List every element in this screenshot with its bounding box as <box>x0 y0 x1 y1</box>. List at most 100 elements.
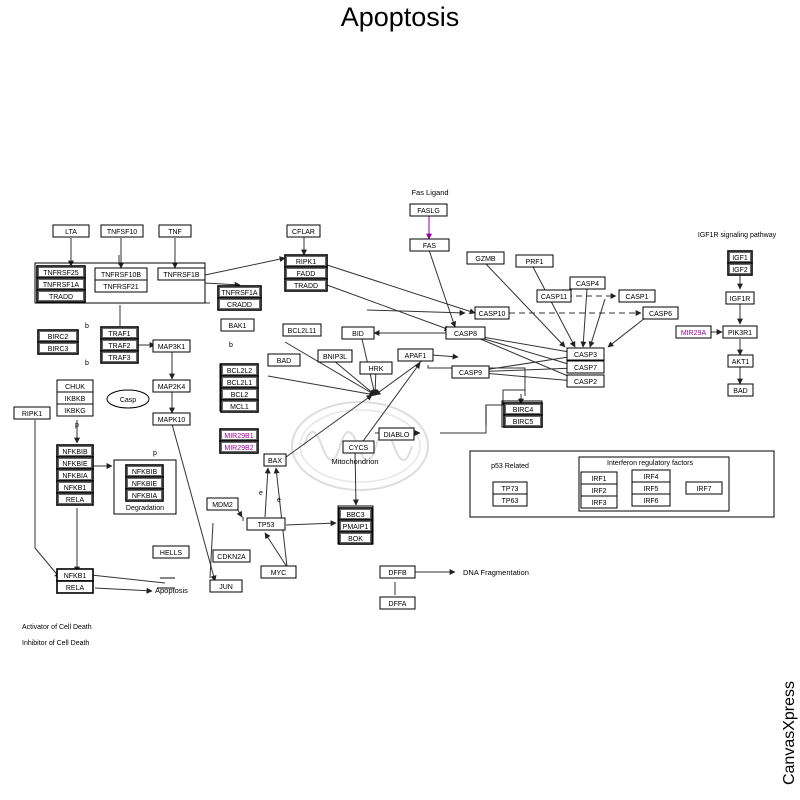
node-tp73[interactable]: TP73 <box>492 481 528 495</box>
node-casp4[interactable]: CASP4 <box>569 276 606 290</box>
node-tnfsf10[interactable]: TNFSF10 <box>100 224 144 238</box>
node-tnfrsf25[interactable]: TNFRSF25 <box>36 265 86 279</box>
node-mcl1[interactable]: MCL1 <box>220 399 259 413</box>
node-traf2[interactable]: TRAF2 <box>100 338 139 352</box>
node-nfkbie[interactable]: NFKBIE <box>56 456 94 470</box>
node-traf1[interactable]: TRAF1 <box>100 326 139 340</box>
node-bad[interactable]: BAD <box>267 353 301 367</box>
node-diablo[interactable]: DIABLO <box>378 427 415 441</box>
node-birc2[interactable]: BIRC2 <box>37 329 79 343</box>
node-casp[interactable]: Casp <box>106 389 150 409</box>
node-pmaip1[interactable]: PMAIP1 <box>338 519 373 533</box>
node-casp8[interactable]: CASP8 <box>445 326 486 340</box>
node-dffa[interactable]: DFFA <box>379 596 416 610</box>
node-birc4[interactable]: BIRC4 <box>503 402 543 416</box>
node-bak1[interactable]: BAK1 <box>220 318 255 332</box>
node-bnip3l[interactable]: BNIP3L <box>317 349 353 363</box>
node-bad[interactable]: BAD <box>727 383 754 397</box>
node-bax[interactable]: BAX <box>263 453 287 467</box>
node-irf6[interactable]: IRF6 <box>631 493 671 507</box>
node-fadd[interactable]: FADD <box>284 266 328 280</box>
node-nfkbib[interactable]: NFKBIB <box>125 464 164 478</box>
node-casp1[interactable]: CASP1 <box>618 289 656 303</box>
node-hells[interactable]: HELLS <box>152 545 190 559</box>
node-cdkn2a[interactable]: CDKN2A <box>212 549 251 563</box>
node-irf3[interactable]: IRF3 <box>580 495 618 509</box>
node-lta[interactable]: LTA <box>52 224 90 238</box>
node-nfkbia[interactable]: NFKBIA <box>125 488 164 502</box>
node-nfkb1[interactable]: NFKB1 <box>56 480 94 494</box>
node-bcl2[interactable]: BCL2 <box>220 387 259 401</box>
node-mdm2[interactable]: MDM2 <box>206 497 239 511</box>
node-ikbkg[interactable]: IKBKG <box>56 403 94 417</box>
node-bcl2l11[interactable]: BCL2L11 <box>282 323 322 337</box>
node-nfkb1-complex[interactable]: NFKB1 <box>56 568 94 582</box>
node-ripk1-left[interactable]: RIPK1 <box>13 406 51 420</box>
node-mir29a[interactable]: MIR29A <box>675 325 712 339</box>
node-fas[interactable]: FAS <box>409 238 450 252</box>
node-irf2[interactable]: IRF2 <box>580 483 618 497</box>
node-rela[interactable]: RELA <box>56 492 94 506</box>
node-mir29b1[interactable]: MIR29B1 <box>219 428 259 442</box>
node-faslg[interactable]: FASLG <box>409 203 448 217</box>
node-birc3[interactable]: BIRC3 <box>37 341 79 355</box>
node-casp9[interactable]: CASP9 <box>451 365 490 379</box>
node-casp7[interactable]: CASP7 <box>566 360 605 374</box>
node-irf5[interactable]: IRF5 <box>631 481 671 495</box>
node-tnfrsf1a[interactable]: TNFRSF1A <box>36 277 86 291</box>
node-tnfrsf10b[interactable]: TNFRSF10B <box>94 267 148 281</box>
node-ripk1[interactable]: RIPK1 <box>284 254 328 268</box>
node-casp6[interactable]: CASP6 <box>642 306 679 320</box>
node-gzmb[interactable]: GZMB <box>466 251 505 265</box>
node-nfkbie[interactable]: NFKBIE <box>125 476 164 490</box>
node-igf1r[interactable]: IGF1R <box>725 291 755 305</box>
node-tnfrsf1b[interactable]: TNFRSF1B <box>157 267 206 281</box>
node-nfkbib[interactable]: NFKBIB <box>56 444 94 458</box>
node-casp2[interactable]: CASP2 <box>566 374 605 388</box>
node-mapk10[interactable]: MAPK10 <box>152 412 191 426</box>
node-irf1[interactable]: IRF1 <box>580 471 618 485</box>
node-chuk[interactable]: CHUK <box>56 379 94 393</box>
node-ikbkb[interactable]: IKBKB <box>56 391 94 405</box>
node-map2k4[interactable]: MAP2K4 <box>152 379 191 393</box>
node-box <box>263 453 287 467</box>
node-nfkbia[interactable]: NFKBIA <box>56 468 94 482</box>
node-bok[interactable]: BOK <box>338 531 373 545</box>
node-igf1[interactable]: IGF1 <box>727 250 753 264</box>
node-bbc3[interactable]: BBC3 <box>338 507 373 521</box>
node-irf7[interactable]: IRF7 <box>685 481 723 495</box>
node-label: GZMB <box>475 256 496 263</box>
node-igf2[interactable]: IGF2 <box>727 262 753 276</box>
node-dffb[interactable]: DFFB <box>379 565 416 579</box>
node-tradd[interactable]: TRADD <box>284 278 328 292</box>
node-box <box>260 565 297 579</box>
node-apaf1[interactable]: APAF1 <box>397 348 434 362</box>
node-tp63[interactable]: TP63 <box>492 493 528 507</box>
node-bcl2l2[interactable]: BCL2L2 <box>220 363 259 377</box>
node-irf4[interactable]: IRF4 <box>631 469 671 483</box>
node-tnfrsf21[interactable]: TNFRSF21 <box>94 279 148 293</box>
node-cflar[interactable]: CFLAR <box>286 224 321 238</box>
node-casp11[interactable]: CASP11 <box>536 289 572 303</box>
node-hrk[interactable]: HRK <box>359 361 393 375</box>
node-cycs[interactable]: CYCS <box>342 440 375 454</box>
node-traf3[interactable]: TRAF3 <box>100 350 139 364</box>
node-birc5[interactable]: BIRC5 <box>503 414 543 428</box>
node-map3k1[interactable]: MAP3K1 <box>152 339 191 353</box>
node-bcl2l1[interactable]: BCL2L1 <box>220 375 259 389</box>
node-myc[interactable]: MYC <box>260 565 297 579</box>
node-tnfrsf1a[interactable]: TNFRSF1A <box>217 285 262 299</box>
node-tp53[interactable]: TP53 <box>246 517 286 531</box>
node-jun[interactable]: JUN <box>209 579 243 593</box>
node-prf1[interactable]: PRF1 <box>515 254 554 268</box>
node-pik3r1[interactable]: PIK3R1 <box>722 325 758 339</box>
node-tradd[interactable]: TRADD <box>36 289 86 303</box>
node-casp10[interactable]: CASP10 <box>474 306 510 320</box>
node-mir29b2[interactable]: MIR29B2 <box>219 440 259 454</box>
node-akt1[interactable]: AKT1 <box>727 354 754 368</box>
node-tnf[interactable]: TNF <box>158 224 192 238</box>
node-casp3[interactable]: CASP3 <box>566 347 605 361</box>
node-rela-complex[interactable]: RELA <box>56 580 94 594</box>
node-bid[interactable]: BID <box>341 326 375 340</box>
node-cradd[interactable]: CRADD <box>217 297 262 311</box>
